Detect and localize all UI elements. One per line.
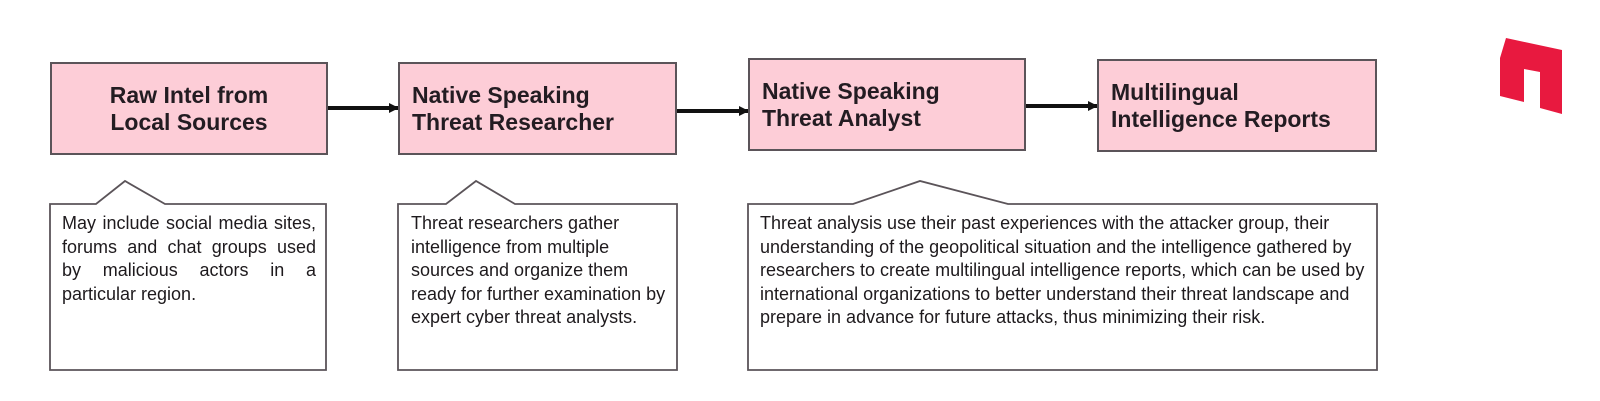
callout-raw-intel: May include social media sites, forums a… xyxy=(62,213,316,304)
step-label: Raw Intel from Local Sources xyxy=(109,81,269,135)
step-threat-researcher: Native Speaking Threat Researcher xyxy=(398,62,677,155)
callout-1-outline xyxy=(49,179,327,371)
callout-threat-analyst: Threat analysis use their past experienc… xyxy=(760,213,1365,327)
callout-2-outline xyxy=(397,179,678,371)
step-raw-intel: Raw Intel from Local Sources xyxy=(50,62,328,155)
step-threat-analyst: Native Speaking Threat Analyst xyxy=(748,58,1026,151)
step-intelligence-reports: Multilingual Intelligence Reports xyxy=(1097,59,1377,152)
callout-threat-researcher: Threat researchers gather intelligence f… xyxy=(411,213,666,327)
step-label: Multilingual Intelligence Reports xyxy=(1111,78,1331,132)
step-label: Native Speaking Threat Researcher xyxy=(412,81,614,135)
step-label: Native Speaking Threat Analyst xyxy=(762,77,940,131)
callout-3-outline xyxy=(747,180,1378,371)
brand-logo-icon xyxy=(1500,38,1562,114)
